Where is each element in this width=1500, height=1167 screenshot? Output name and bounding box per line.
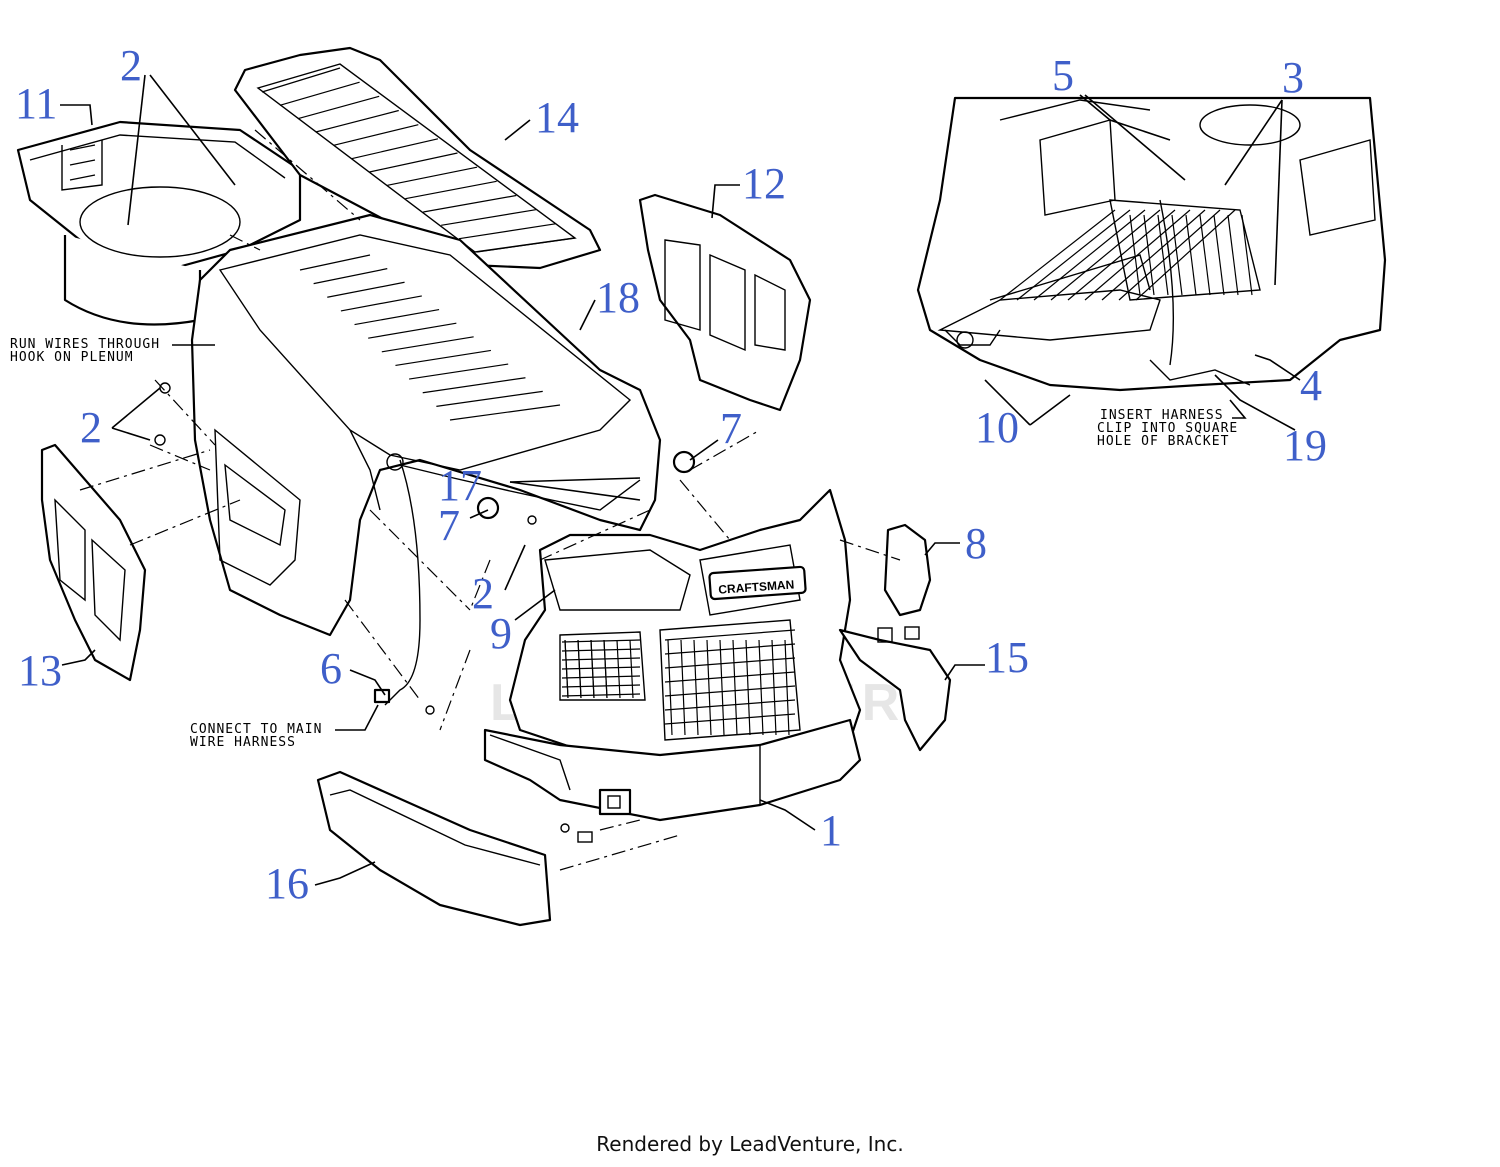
callout-5[interactable]: 5 (1052, 51, 1074, 100)
callout-12[interactable]: 12 (742, 159, 786, 208)
grille-shroud-part: CRAFTSMAN (508, 488, 862, 772)
note-plenum-line1: RUN WIRES THROUGH (10, 337, 160, 352)
callout-10[interactable]: 10 (975, 403, 1019, 452)
side-trim-part (838, 626, 952, 752)
callout-3[interactable]: 3 (1282, 53, 1304, 102)
grille-mesh (561, 629, 796, 736)
callout-15[interactable]: 15 (985, 633, 1029, 682)
note-clip-line1: INSERT HARNESS (1100, 408, 1224, 423)
inset-grille-mesh (999, 209, 1253, 301)
callout-6[interactable]: 6 (320, 644, 342, 693)
inset-view (916, 96, 1387, 392)
callout-14[interactable]: 14 (535, 93, 579, 142)
note-harness-line1: CONNECT TO MAIN (190, 722, 322, 737)
plenum-part (16, 120, 302, 326)
hood-vent-slats (299, 254, 561, 421)
note-clip-line2: CLIP INTO SQUARE (1097, 421, 1238, 436)
callout-7-upper[interactable]: 7 (720, 404, 742, 453)
side-cap-part (883, 523, 932, 617)
callout-16[interactable]: 16 (265, 859, 309, 908)
note-harness-line2: WIRE HARNESS (190, 735, 296, 750)
callout-2-top[interactable]: 2 (120, 41, 142, 90)
callout-19[interactable]: 19 (1283, 421, 1327, 470)
callout-2-center[interactable]: 2 (472, 569, 494, 618)
callout-18[interactable]: 18 (596, 273, 640, 322)
callout-9[interactable]: 9 (490, 609, 512, 658)
callout-1[interactable]: 1 (820, 806, 842, 855)
callout-13[interactable]: 13 (18, 646, 62, 695)
lower-trim-part (316, 770, 552, 927)
front-bumper-part (483, 718, 862, 822)
callout-8[interactable]: 8 (965, 519, 987, 568)
footer-credit: Rendered by LeadVenture, Inc. (596, 1132, 904, 1156)
assembly-lines (79, 129, 901, 871)
assembly-notes: RUN WIRES THROUGH HOOK ON PLENUM CONNECT… (10, 337, 1238, 750)
callout-4[interactable]: 4 (1300, 361, 1322, 410)
bulb-upper (672, 450, 696, 474)
callout-7-lower[interactable]: 7 (438, 501, 460, 550)
hood-part (190, 213, 662, 637)
callout-17[interactable]: 17 (438, 461, 482, 510)
left-side-panel-part (40, 443, 147, 682)
callout-11[interactable]: 11 (15, 79, 57, 128)
note-clip-line3: HOLE OF BRACKET (1097, 434, 1229, 449)
callout-2-left[interactable]: 2 (80, 403, 102, 452)
grille-badge-text: CRAFTSMAN (718, 577, 795, 596)
leader-lines (60, 74, 1301, 886)
note-plenum-line2: HOOK ON PLENUM (10, 350, 134, 365)
right-side-panel-part (638, 193, 812, 412)
callout-numbers: 1 2 2 2 3 4 5 6 7 7 8 9 10 11 12 13 14 1… (15, 41, 1327, 908)
hood-grille-slats (261, 67, 576, 253)
